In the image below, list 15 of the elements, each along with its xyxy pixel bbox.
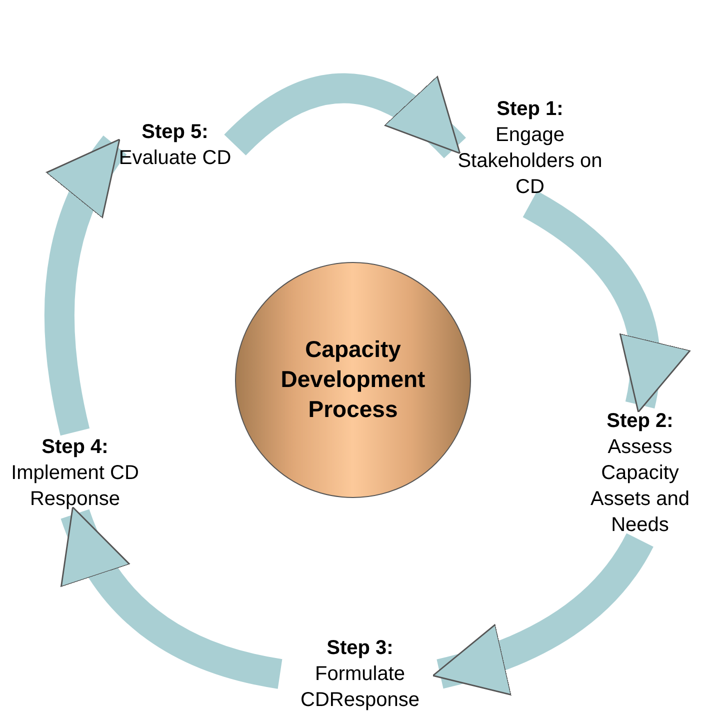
circle-title: Capacity Development Process bbox=[280, 335, 426, 424]
step-heading: Step 5: bbox=[142, 120, 208, 145]
step-description: Assess Capacity Assets and Needs bbox=[590, 434, 690, 538]
block-arrow bbox=[44, 136, 128, 436]
step-description: Implement CD Response bbox=[10, 461, 140, 512]
step-heading: Step 4: bbox=[42, 435, 108, 460]
step-description: Engage Stakeholders on CD bbox=[456, 123, 604, 200]
block-arrow bbox=[432, 532, 654, 694]
step-description: Evaluate CD bbox=[118, 146, 232, 171]
step-heading: Step 2: bbox=[606, 408, 674, 434]
step-heading: Step 1: bbox=[496, 97, 564, 122]
step-description: Formulate CDResponse bbox=[300, 662, 420, 713]
block-arrow bbox=[522, 191, 688, 413]
block-arrow bbox=[60, 506, 283, 689]
step-heading: Step 3: bbox=[326, 636, 394, 661]
